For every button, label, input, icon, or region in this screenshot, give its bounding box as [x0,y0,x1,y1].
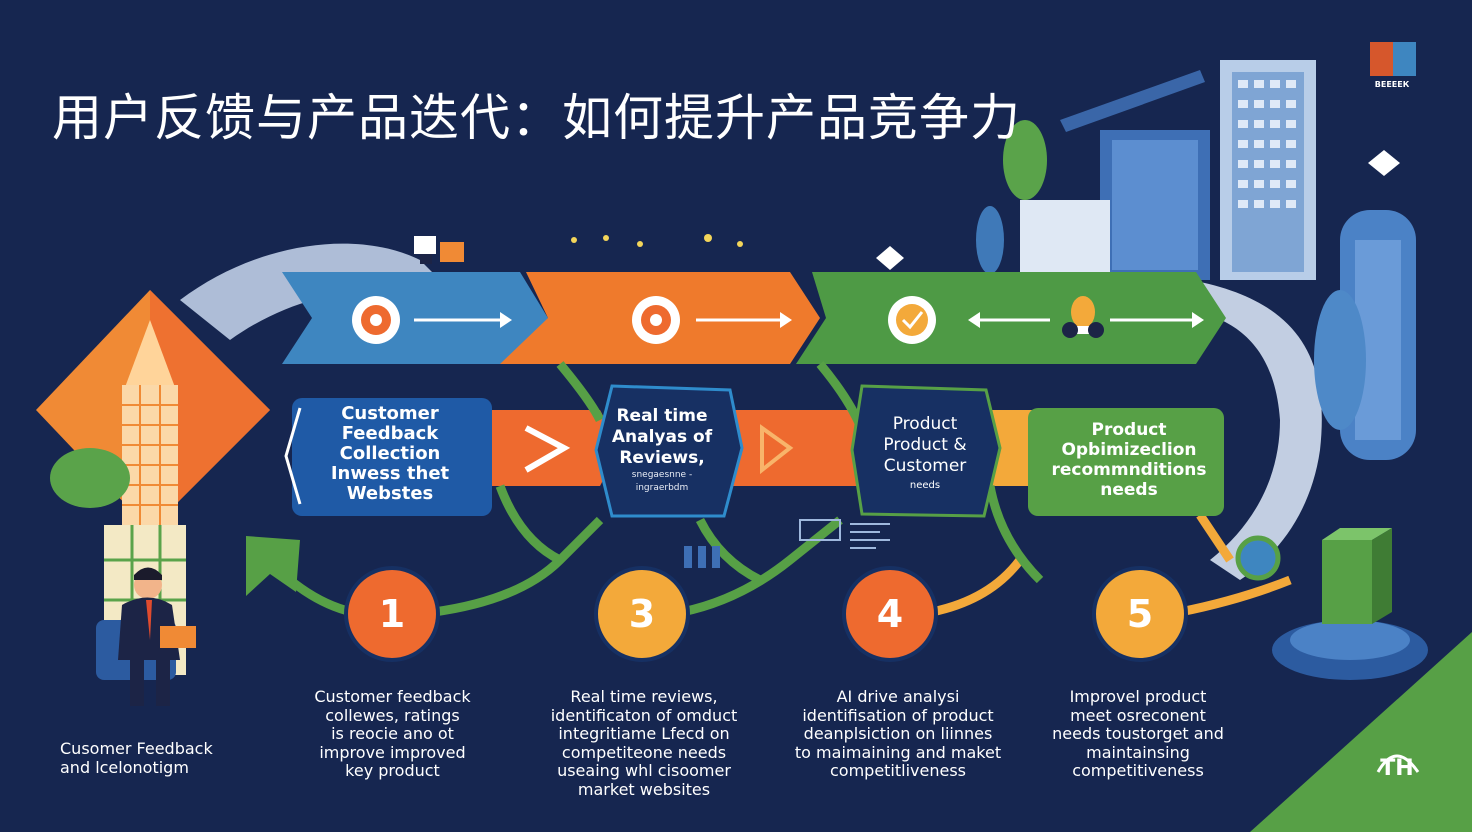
process-box-3-shape [850,384,1002,518]
process-box-4-line: Product [1091,420,1167,440]
description-step-5: Improvel product meet osreconent needs t… [1028,687,1248,781]
process-box-3-line: Customer [883,456,967,476]
description-line: identifisation of product [802,705,994,725]
step-number-5: 5 [1126,592,1154,636]
lightbulb-icon [1062,296,1204,338]
process-box-3: Product Product & Customer needs [862,414,988,495]
description-line: useaing whl cisoomer [557,761,731,780]
description-step-4: AI drive analysi identifisation of produ… [776,687,1020,781]
middle-flow-band [488,410,1032,486]
toolbox-icon [414,236,464,264]
right-curve-ribbon [1190,280,1322,580]
step-circle-1 [344,566,440,662]
green-arrow-shape [246,536,300,596]
gauge-icons [684,546,720,568]
sparkle-icons [571,234,743,247]
description-line: competiteone needs [561,742,727,762]
description-line: integritiame Lfecd on [558,724,730,743]
process-box-2-small-line: ingraerbdm [635,483,689,493]
city-skyline-illustration [976,60,1416,460]
check-icon [888,296,1050,344]
brand-logo-top-mark-right [1393,42,1416,76]
description-line: market websites [577,779,711,799]
process-box-4-line: recommnditions [1051,460,1207,480]
description-line: competitliveness [829,761,967,780]
description-line: needs toustorget and [1052,724,1224,743]
description-step-1: Customer feedback collewes, ratings is r… [290,687,495,781]
brand-logo-bottom-arc [1376,754,1420,773]
step-circle-5 [1092,566,1188,662]
step-circle-4 [842,566,938,662]
step-number-3: 3 [628,592,656,636]
page-title: 用户反馈与产品迭代：如何提升产品竞争力 [52,89,1021,147]
process-box-1-shape [292,398,492,516]
description-line: collewes, ratings [325,705,460,725]
step-number-1: 1 [378,592,406,636]
corner-triangle [1250,632,1472,832]
process-box-1-line: Inwess thet [330,463,450,484]
process-box-1-line: Webstes [346,483,434,504]
description-line: Real time reviews, [570,687,718,706]
lens-icon [1235,535,1281,581]
process-box-1: Customer Feedback Collection Inwess thet… [300,404,480,504]
process-box-2-line: Real time [616,406,708,426]
description-intro: Cusomer Feedback and lcelonotigm [52,739,246,777]
description-line: competitiveness [1072,761,1204,780]
process-box-2-line: Analyas of [611,427,713,447]
process-box-3-small-line: needs [909,480,941,491]
description-line: to maimaining and maket [794,742,1002,762]
target-icon [632,296,792,344]
diamond-icon [1368,150,1400,176]
description-line: Customer feedback [314,687,471,706]
brand-logo-top-text: ВЕЕЕЕК [1374,80,1410,89]
diamond-icon [876,246,904,270]
description-line: deanplsiction on liinnes [803,724,993,743]
target-icon [352,296,512,344]
process-box-2-shape [594,384,744,518]
description-line: Cusomer Feedback [60,739,213,758]
businessman-illustration [96,567,196,706]
pedestal-illustration [1272,528,1428,680]
process-box-4-line: needs [1100,480,1158,500]
data-panel-icon [799,519,890,549]
process-box-4: Product Opbimizeclion recommnditions nee… [1034,420,1224,500]
process-box-1-line: Customer [341,403,439,424]
process-box-2-line: Reviews, [619,448,705,468]
description-line: improve improved [319,742,466,762]
description-line: and lcelonotigm [60,757,189,777]
process-box-3-line: Product & [883,435,967,455]
description-step-3: Real time reviews, identificaton of omdu… [520,687,768,799]
process-box-4-shape [1028,408,1224,516]
process-box-4-line: Opbimizeclion [1061,440,1197,460]
description-line: identificaton of omduct [550,705,738,725]
description-line: meet osreconent [1070,705,1206,725]
process-box-2-small-line: snegaesnne - [631,470,693,480]
process-box-1-bracket [284,407,302,505]
description-line: maintainsing [1086,742,1190,762]
description-line: Improvel product [1069,687,1207,706]
step-circle-3 [594,566,690,662]
process-box-2: Real time Analyas of Reviews, snegaesnne… [603,406,721,495]
process-box-3-line: Product [892,414,958,434]
connector-lines [246,361,1292,617]
step-number-4: 4 [876,592,904,636]
description-line: key product [345,761,440,780]
brand-logo-bottom: ТН [1380,756,1414,781]
description-line: is reocie ano ot [331,724,454,743]
process-box-1-line: Feedback [341,423,439,444]
process-box-1-line: Collection [339,443,441,464]
description-line: AI drive analysi [836,687,960,706]
